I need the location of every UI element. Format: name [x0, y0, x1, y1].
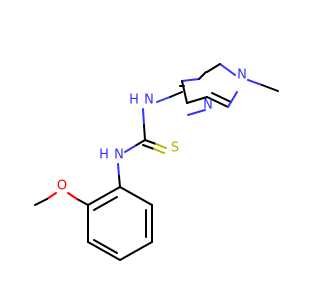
bond — [219, 63, 236, 76]
bond — [206, 63, 221, 73]
bond — [119, 241, 153, 261]
bond — [186, 96, 208, 104]
bond — [181, 78, 200, 82]
atom-label-o: O — [57, 179, 67, 194]
thione-bond — [153, 148, 165, 154]
methoxy-bond — [46, 192, 57, 200]
methyl-bond — [247, 79, 263, 86]
bond — [206, 96, 229, 108]
atom-label-n1: N — [237, 68, 247, 83]
bond — [87, 241, 121, 261]
methyl-bond — [261, 84, 279, 92]
bond — [118, 175, 121, 188]
bond — [143, 124, 146, 141]
bond — [119, 186, 153, 206]
methoxy-bond — [76, 198, 89, 206]
bond — [124, 145, 136, 153]
atom-label-n2: N — [203, 98, 213, 113]
methoxy-bond — [67, 192, 78, 200]
bond — [117, 163, 120, 177]
bond — [142, 108, 145, 126]
methoxy-bond — [34, 198, 48, 206]
molecule-diagram: N N H N H N S O — [34, 63, 279, 261]
bond — [198, 71, 207, 80]
atom-label-nh-top: N — [144, 93, 154, 108]
atom-label-nh-mid: N — [114, 148, 124, 163]
bond — [211, 92, 232, 103]
bond — [93, 196, 118, 211]
bond — [134, 139, 146, 147]
bond — [169, 91, 183, 98]
atom-label-h-top: H — [129, 93, 139, 108]
thione-bond — [144, 139, 157, 145]
pyrazole-ring — [181, 63, 238, 116]
atom-label-s: S — [171, 141, 179, 156]
thione-bond — [155, 143, 167, 149]
bond — [93, 239, 118, 254]
thione-bond — [142, 144, 155, 150]
bond — [187, 109, 206, 116]
bond — [87, 186, 121, 206]
atom-label-h-mid: H — [99, 148, 109, 163]
bond — [181, 80, 188, 104]
bond — [156, 96, 171, 103]
molecule-structure: N N H N H N S O — [34, 63, 279, 261]
bond — [227, 91, 238, 108]
benzene-ring — [87, 186, 153, 261]
